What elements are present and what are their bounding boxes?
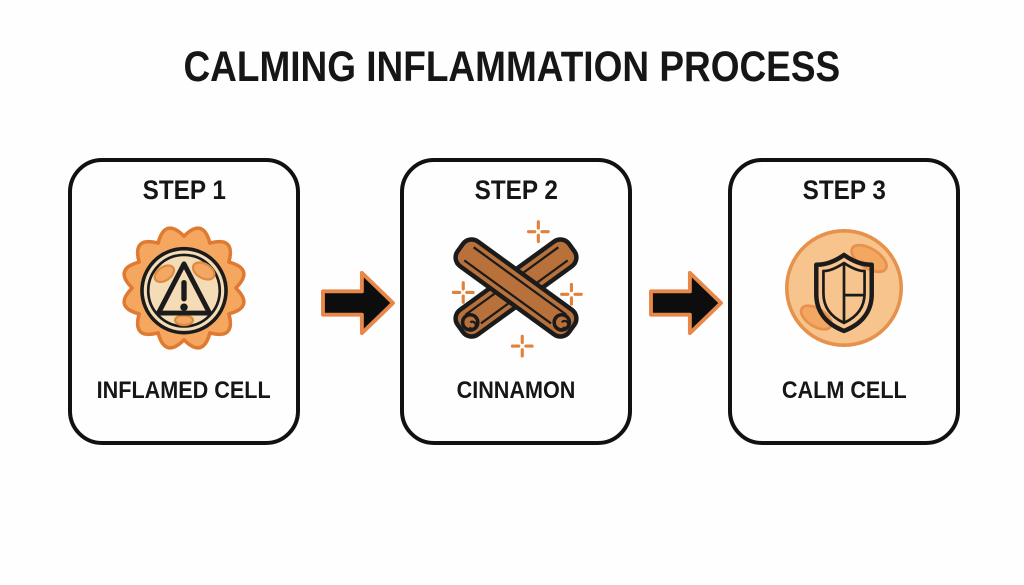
- step-card-3: STEP 3 CALM CELL: [728, 158, 960, 445]
- page-title-text: CALMING INFLAMMATION PROCESS: [183, 43, 841, 91]
- step-1-caption: INFLAMED CELL: [97, 377, 271, 404]
- step-card-2: STEP 2: [400, 158, 632, 445]
- step-2-caption: CINNAMON: [456, 377, 576, 404]
- inflamed-cell-icon: [108, 212, 260, 364]
- step-3-heading: STEP 3: [802, 175, 886, 205]
- arrow-right-icon: [647, 267, 725, 339]
- step-2-heading: STEP 2: [474, 175, 558, 205]
- cinnamon-sticks-icon: [440, 212, 592, 364]
- arrow-right-icon: [319, 267, 397, 339]
- step-3-caption: CALM CELL: [781, 377, 907, 404]
- calm-cell-icon: [768, 212, 920, 364]
- page-title: CALMING INFLAMMATION PROCESS: [0, 46, 1024, 89]
- step-card-1: STEP 1 INFLAMED CELL: [68, 158, 300, 445]
- step-1-heading: STEP 1: [142, 175, 226, 205]
- sparkles: [451, 220, 583, 358]
